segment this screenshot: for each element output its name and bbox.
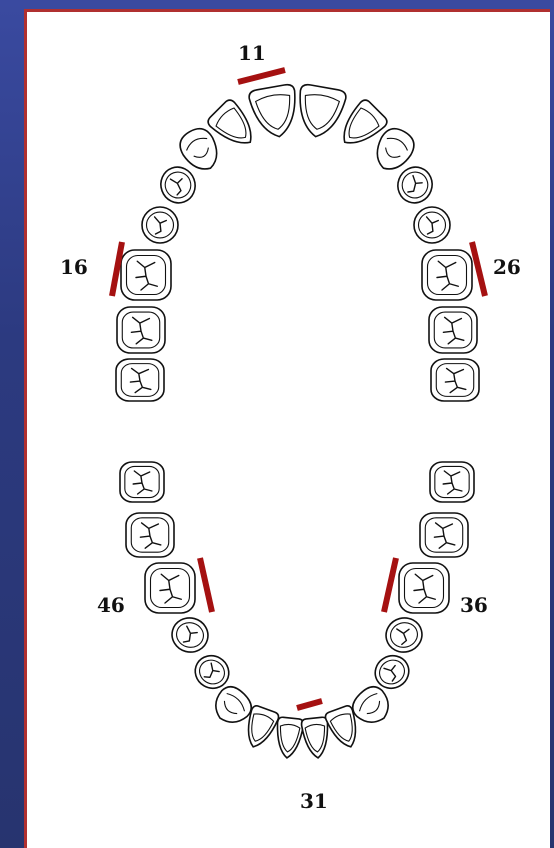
- tooth-26: [421, 249, 473, 301]
- marker-31: [296, 698, 323, 711]
- tooth-36: [398, 562, 450, 614]
- tooth-34: [374, 654, 410, 690]
- tooth-24: [397, 166, 433, 204]
- tooth-43: [215, 685, 253, 723]
- label-11: 11: [238, 41, 266, 65]
- dental-chart-panel: [24, 9, 550, 848]
- tooth-35: [385, 617, 423, 653]
- label-31: 31: [300, 789, 328, 813]
- marker-11: [237, 67, 286, 85]
- tooth-22: [343, 99, 388, 144]
- tooth-44: [194, 654, 230, 690]
- tooth-28: [430, 358, 480, 402]
- tooth-25: [413, 206, 451, 244]
- tooth-31: [300, 716, 329, 759]
- tooth-17: [116, 306, 166, 354]
- tooth-37: [419, 512, 469, 558]
- marker-16: [109, 241, 125, 297]
- marker-26: [469, 241, 488, 297]
- lower-arch: [119, 461, 475, 759]
- marker-46: [197, 557, 215, 613]
- label-36: 36: [460, 593, 488, 617]
- label-26: 26: [493, 255, 521, 279]
- label-46: 46: [97, 593, 125, 617]
- tooth-32: [324, 705, 357, 748]
- tooth-47: [125, 512, 175, 558]
- tooth-33: [351, 685, 389, 723]
- tooth-11: [248, 83, 296, 138]
- tooth-13: [179, 127, 218, 170]
- marker-36: [381, 557, 399, 613]
- tooth-48: [119, 461, 165, 503]
- tooth-41: [276, 716, 305, 759]
- upper-arch: [115, 83, 480, 402]
- tooth-18: [115, 358, 165, 402]
- tooth-23: [376, 127, 415, 170]
- tooth-15: [141, 206, 179, 244]
- tooth-27: [428, 306, 478, 354]
- tooth-14: [160, 166, 196, 204]
- tooth-46: [144, 562, 196, 614]
- tooth-42: [247, 705, 280, 748]
- tooth-labels: 11 16 26 46 36 31: [60, 41, 521, 813]
- tooth-45: [171, 617, 209, 653]
- tooth-16: [120, 249, 172, 301]
- tooth-38: [429, 461, 475, 503]
- label-16: 16: [60, 255, 88, 279]
- tooth-21: [299, 83, 347, 138]
- tooth-12: [207, 99, 252, 144]
- markers: [109, 67, 488, 711]
